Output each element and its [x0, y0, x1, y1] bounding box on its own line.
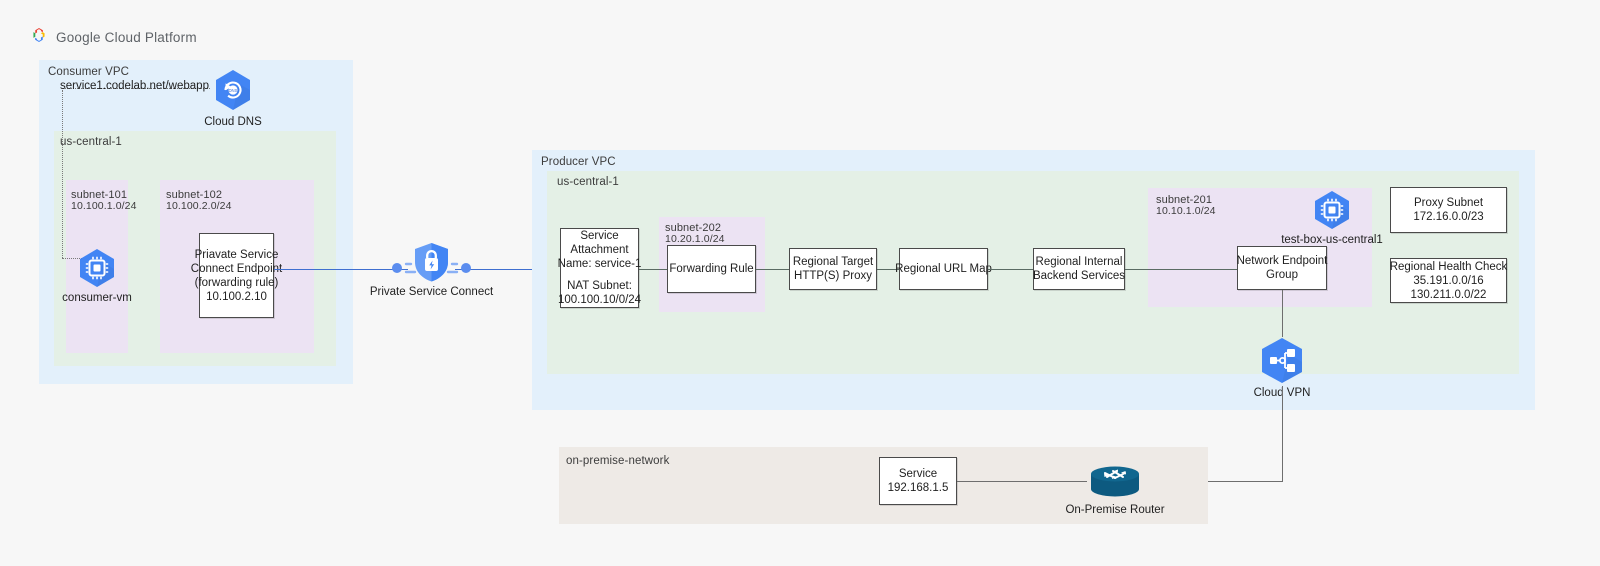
compute-engine-vm-icon [1315, 191, 1349, 229]
private-service-connect-shield-lock-icon [392, 243, 471, 282]
gcp-header-title: Google Cloud Platform [56, 30, 197, 45]
forwarding-rule-label: Forwarding Rule [669, 263, 754, 275]
gcp-header: Google Cloud Platform [30, 26, 197, 49]
backend-line1: Regional Internal [1035, 256, 1123, 268]
psc-endpoint-line3: (forwarding rule) [194, 276, 279, 289]
on-premise-router-label: On-Premise Router [1065, 504, 1165, 516]
network-endpoint-group-box[interactable]: Network Endpoint Group [1237, 246, 1327, 290]
psc-endpoint-line2: Connect Endpoint [190, 262, 283, 275]
dns-record-text: service1.codelab.net/webapp [60, 80, 209, 92]
subnet-201-name: subnet-201 [1156, 194, 1213, 206]
router-icon [1091, 466, 1139, 497]
producer-vpc-label: Producer VPC [541, 156, 616, 168]
link-neg-cloudvpn [1282, 290, 1283, 337]
regional-health-check-box[interactable]: Regional Health Check 35.191.0.0/16 130.… [1390, 258, 1507, 303]
producer-region-label: us-central-1 [557, 176, 619, 188]
on-premise-network-label: on-premise-network [566, 455, 670, 467]
regional-url-map-box[interactable]: Regional URL Map [895, 248, 992, 290]
on-premise-service-line2: 192.168.1.5 [887, 482, 949, 494]
dns-path-to-clouddns [62, 88, 210, 89]
service-attachment-line4: NAT Subnet: [567, 280, 632, 292]
consumer-vpc-label: Consumer VPC [48, 66, 130, 78]
private-service-connect-node[interactable]: Private Service Connect [370, 238, 493, 299]
service-attachment-box[interactable]: Service Attachment Name: service-1 NAT S… [557, 228, 642, 308]
service-attachment-line5: 100.100.10/0/24 [557, 294, 642, 306]
cloud-dns-label-1: Cloud [204, 116, 235, 128]
subnet-202-cidr: 10.20.1.0/24 [665, 233, 725, 245]
consumer-vm-label: consumer-vm [62, 292, 132, 304]
health-check-line3: 130.211.0.0/22 [1410, 288, 1487, 301]
link-proxy-urlmap [877, 269, 899, 270]
health-check-line1: Regional Health Check [1389, 260, 1508, 273]
regional-target-proxy-box[interactable]: Regional Target HTTP(S) Proxy [789, 248, 877, 290]
health-check-line2: 35.191.0.0/16 [1413, 274, 1484, 287]
neg-line2: Group [1266, 269, 1298, 281]
on-premise-service-line1: Service [898, 468, 938, 480]
url-map-label: Regional URL Map [895, 263, 992, 275]
subnet-202-name: subnet-202 [665, 222, 722, 234]
dns-path-to-vm [62, 258, 92, 259]
proxy-subnet-box[interactable]: Proxy Subnet 172.16.0.0/23 [1390, 187, 1507, 233]
proxy-subnet-line1: Proxy Subnet [1413, 197, 1484, 209]
proxy-subnet-line2: 172.16.0.0/23 [1413, 211, 1484, 223]
on-premise-service-box[interactable]: Service 192.168.1.5 [879, 457, 957, 505]
subnet-101-name: subnet-101 [71, 189, 128, 201]
psc-endpoint-box[interactable]: Priavate Service Connect Endpoint (forwa… [191, 233, 282, 318]
cloud-dns-node[interactable]: DNS Cloud DNS [204, 68, 262, 129]
google-cloud-platform-logo [30, 26, 48, 49]
link-urlmap-backend [988, 269, 1033, 270]
subnet-201-cidr: 10.10.1.0/24 [1156, 205, 1216, 217]
svg-text:DNS: DNS [228, 88, 237, 93]
service-attachment-line2: Attachment [570, 244, 629, 256]
dns-path-vertical [62, 90, 63, 258]
forwarding-rule-box[interactable]: Forwarding Rule [667, 245, 756, 293]
psc-link-right [455, 269, 561, 270]
link-backend-neg [1125, 269, 1237, 270]
subnet-101-cidr: 10.100.1.0/24 [71, 200, 137, 212]
link-sa-fr [639, 269, 667, 270]
target-proxy-line2: HTTP(S) Proxy [794, 270, 872, 282]
compute-engine-vm-icon [80, 249, 114, 287]
subnet-102-name: subnet-102 [166, 189, 223, 201]
psc-endpoint-line4: 10.100.2.10 [206, 290, 267, 303]
cloud-dns-label-2: DNS [237, 116, 262, 128]
service-attachment-line1: Service [580, 230, 619, 242]
target-proxy-line1: Regional Target [792, 256, 874, 268]
link-fr-proxy [756, 269, 789, 270]
subnet-102-cidr: 10.100.2.0/24 [166, 200, 232, 212]
regional-backend-services-box[interactable]: Regional Internal Backend Services [1033, 248, 1125, 290]
on-premise-router-node[interactable]: On-Premise Router [1065, 461, 1165, 517]
psc-link-left [274, 269, 408, 270]
psc-label: Private Service Connect [369, 286, 494, 298]
link-vpn-to-router [1140, 481, 1283, 482]
consumer-vm-node[interactable]: consumer-vm [62, 248, 132, 305]
backend-line2: Backend Services [1032, 270, 1126, 282]
cloud-vpn-icon [1262, 338, 1302, 383]
test-box-label: test-box-us-central1 [1281, 234, 1383, 246]
service-attachment-line3: Name: service-1 [557, 258, 642, 270]
cloud-dns-icon: DNS [216, 70, 250, 110]
neg-line1: Network Endpoint [1236, 255, 1328, 267]
psc-endpoint-line1: Priavate Service [194, 248, 279, 261]
link-service-router [957, 481, 1087, 482]
cloud-vpn-node[interactable]: Cloud VPN [1254, 336, 1310, 400]
test-box-vm-node[interactable]: test-box-us-central1 [1281, 190, 1383, 247]
link-cloudvpn-down [1282, 386, 1283, 481]
consumer-region-label: us-central-1 [60, 136, 122, 148]
